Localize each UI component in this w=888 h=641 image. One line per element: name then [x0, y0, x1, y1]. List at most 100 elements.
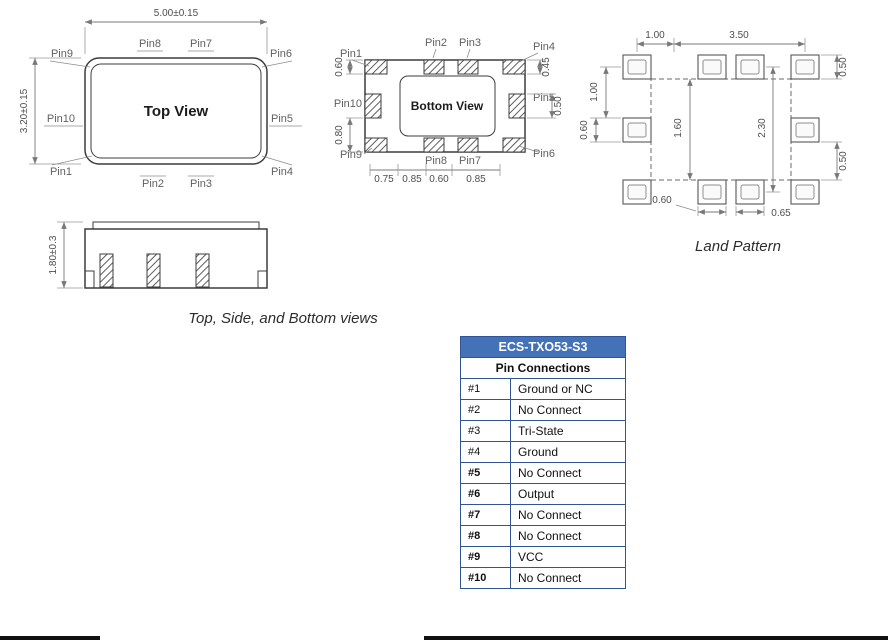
top-view-pin6-label: Pin6: [270, 48, 292, 60]
land-pattern-drawing: 1.00 3.50 0.50 1.00 0.60 1.60 2.30: [579, 30, 849, 255]
bottom-pad-pin8: [423, 137, 445, 153]
table-title: ECS-TXO53-S3: [460, 336, 626, 358]
top-view-pin3-label: Pin3: [190, 178, 212, 190]
land-pad: [790, 54, 820, 80]
bottom-view-pin9-label: Pin9: [340, 149, 362, 161]
table-row: #9 VCC: [460, 546, 626, 568]
pin-number-cell: #2: [460, 399, 511, 421]
top-view-lid-outline: [90, 63, 262, 159]
pin-connection-cell: Ground: [510, 441, 626, 463]
side-view-pads: [84, 253, 268, 289]
land-dim-right-lower: 0.50: [838, 151, 849, 171]
pin-number-cell: #8: [460, 525, 511, 547]
land-pad: [790, 117, 820, 143]
bottom-view-pin6-label: Pin6: [533, 148, 555, 160]
pin-connection-cell: Ground or NC: [510, 378, 626, 400]
land-dim-overall-height: 2.30: [757, 118, 768, 138]
pin-number-cell: #4: [460, 441, 511, 463]
land-pad: [735, 54, 765, 80]
pin-number-cell: #5: [460, 462, 511, 484]
land-dim-bottom-pad-width: 0.60: [652, 195, 672, 206]
top-view-pin1-label: Pin1: [50, 166, 72, 178]
land-dim-left-lower: 0.60: [579, 120, 590, 140]
top-view-drawing: 5.00±0.15 3.20±0.15 Top View Pin9: [19, 8, 302, 190]
bottom-view-pin-leaders: [351, 48, 539, 155]
mechanical-drawing: 5.00±0.15 3.20±0.15 Top View Pin9: [19, 8, 849, 327]
pin-connection-cell: Tri-State: [510, 420, 626, 442]
top-view-pin2-label: Pin2: [142, 178, 164, 190]
bottom-view-drawing: Bottom View Pin1 Pin2 Pin3 Pin4 Pin10 Pi…: [334, 37, 564, 185]
pin-connection-cell: No Connect: [510, 462, 626, 484]
bottom-view-pin4-label: Pin4: [533, 41, 555, 53]
bottom-pad-pin9: [364, 137, 388, 153]
pin-connection-cell: No Connect: [510, 504, 626, 526]
land-pad: [735, 179, 765, 205]
bottom-view-dim-left-bottom: 0.80: [334, 125, 345, 145]
pin-number-cell: #9: [460, 546, 511, 568]
bottom-pad-pin10: [364, 93, 382, 119]
table-row: #8 No Connect: [460, 525, 626, 547]
land-pad: [622, 117, 652, 143]
pin-connection-cell: No Connect: [510, 567, 626, 589]
pin-connection-cell: Output: [510, 483, 626, 505]
bottom-view-pin3-label: Pin3: [459, 37, 481, 49]
bottom-pad-pin5: [508, 93, 526, 119]
footer-rule-right: [424, 636, 888, 640]
table-row: #5 No Connect: [460, 462, 626, 484]
land-pad: [697, 54, 727, 80]
land-dim-right-top: 0.50: [838, 57, 849, 77]
bottom-view-pin8-label: Pin8: [425, 155, 447, 167]
bottom-view-dim-bottom-4: 0.85: [466, 174, 486, 185]
top-view-pin-leaders: [44, 50, 302, 177]
bottom-view-dim-left-top: 0.60: [334, 57, 345, 77]
land-dim-left-upper: 1.00: [589, 82, 600, 102]
bottom-view-dim-right-mid: 0.50: [553, 96, 564, 116]
bottom-view-cavity: [399, 75, 496, 137]
land-pad: [697, 179, 727, 205]
top-view-pin9-label: Pin9: [51, 48, 73, 60]
bottom-pad-pin1: [364, 59, 388, 75]
top-view-pin8-label: Pin8: [139, 38, 161, 50]
bottom-view-dim-bottom-3: 0.60: [429, 174, 449, 185]
bottom-pad-pin7: [457, 137, 479, 153]
land-pad: [622, 54, 652, 80]
top-view-pin10-label: Pin10: [47, 113, 75, 125]
bottom-view-pads: [364, 59, 526, 153]
side-view-drawing: 1.80±0.3: [48, 221, 268, 289]
table-row: #10 No Connect: [460, 567, 626, 589]
table-row: #1 Ground or NC: [460, 378, 626, 400]
top-view-pin4-label: Pin4: [271, 166, 293, 178]
top-view-height-dim: 3.20±0.15: [19, 88, 30, 133]
pin-connection-cell: VCC: [510, 546, 626, 568]
land-dim-top-left: 1.00: [645, 30, 665, 41]
land-pattern-package-outline: [650, 78, 792, 181]
bottom-pad-pin2: [423, 59, 445, 75]
table-row: #4 Ground: [460, 441, 626, 463]
top-view-pin7-label: Pin7: [190, 38, 212, 50]
bottom-view-pin1-label: Pin1: [340, 48, 362, 60]
views-caption: Top, Side, and Bottom views: [188, 310, 378, 327]
land-pad: [790, 179, 820, 205]
top-view-package-outline: [84, 57, 268, 165]
side-view-lid: [92, 221, 260, 230]
side-view-height-dim: 1.80±0.3: [48, 235, 59, 274]
pin-number-cell: #1: [460, 378, 511, 400]
bottom-view-pin7-label: Pin7: [459, 155, 481, 167]
land-dim-top-span: 3.50: [729, 30, 749, 41]
pin-connection-cell: No Connect: [510, 399, 626, 421]
land-pad: [622, 179, 652, 205]
bottom-view-dim-bottom-1: 0.75: [374, 174, 394, 185]
bottom-pad-pin4: [502, 59, 526, 75]
top-view-title: Top View: [144, 103, 209, 120]
bottom-view-title: Bottom View: [411, 99, 484, 113]
pin-connection-cell: No Connect: [510, 525, 626, 547]
table-row: #3 Tri-State: [460, 420, 626, 442]
land-pattern-pads: [622, 54, 820, 205]
pin-number-cell: #7: [460, 504, 511, 526]
land-pattern-caption: Land Pattern: [695, 238, 781, 255]
bottom-pad-pin6: [502, 137, 526, 153]
bottom-view-dim-right-top: 0.45: [541, 57, 552, 77]
bottom-view-dim-bottom-2: 0.85: [402, 174, 422, 185]
table-row: #6 Output: [460, 483, 626, 505]
land-dim-inner-height: 1.60: [673, 118, 684, 138]
